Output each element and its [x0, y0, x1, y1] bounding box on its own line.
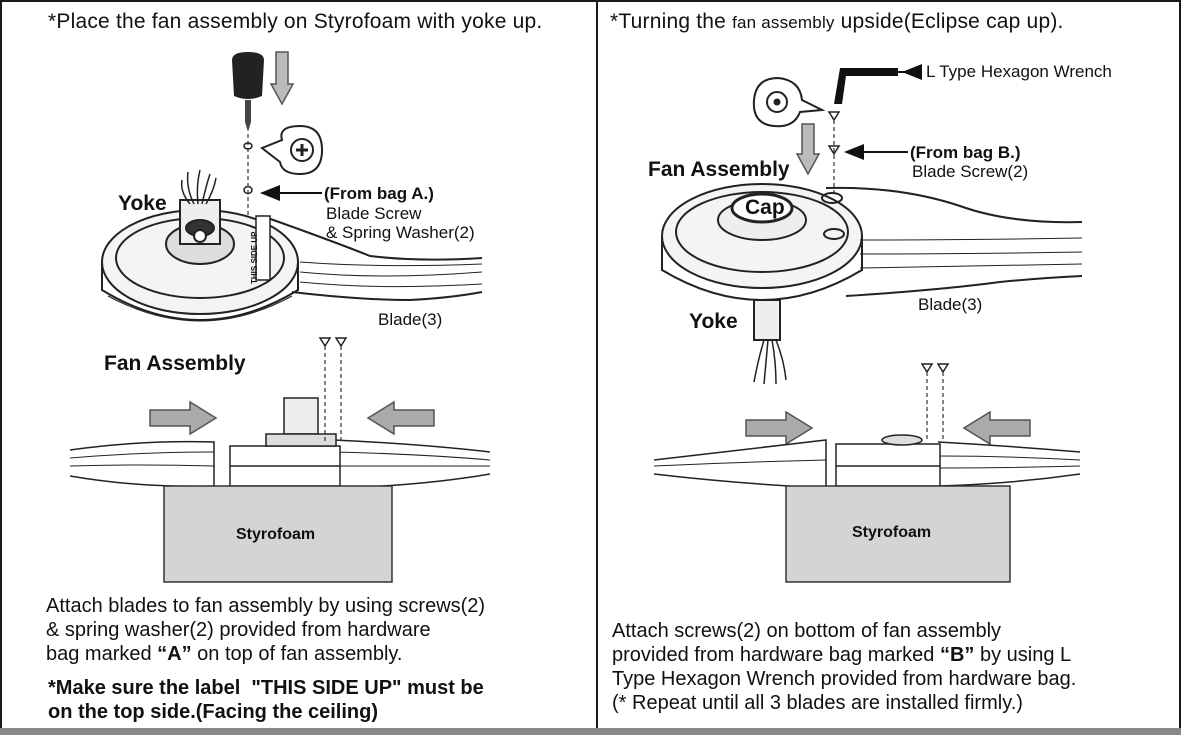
right-instruction-line-2: provided from hardware bag marked “B” by… [612, 643, 1071, 667]
left-instruction-3-bold: “A” [157, 643, 192, 665]
right-styrofoam-label: Styrofoam [852, 524, 932, 541]
right-header-post: upside(Eclipse cap up). [834, 10, 1064, 33]
blade-drawing-right [821, 186, 1083, 297]
right-from-bag-label: (From bag B.) [910, 143, 1021, 162]
gray-arrow-left-icon [366, 400, 435, 436]
right-instruction-2-pre: provided from hardware bag marked [612, 644, 940, 666]
l-hex-wrench-icon [834, 68, 898, 104]
left-instruction-line-1: Attach blades to fan assembly by using s… [46, 595, 486, 617]
wires-bundle-icon-right [753, 339, 787, 385]
down-arrow-icon [269, 51, 295, 106]
hex-socket-callout-icon [752, 76, 826, 128]
right-instruction-line-3: Type Hexagon Wrench provided from hardwa… [612, 668, 1077, 690]
wrench-label: L Type Hexagon Wrench [926, 62, 1112, 81]
left-yoke-label: Yoke [118, 192, 167, 215]
down-arrow-icon-right [795, 123, 821, 176]
right-blade-label: Blade(3) [918, 295, 983, 314]
right-yoke-label: Yoke [689, 310, 738, 333]
right-instruction-line-4: (* Repeat until all 3 blades are install… [612, 692, 1023, 714]
left-screw-label-1: Blade Screw [326, 204, 422, 223]
gray-arrow-right-icon [149, 400, 218, 436]
left-instruction-3-post: on top of fan assembly. [191, 643, 403, 665]
blade-side-view-right [653, 434, 1081, 489]
fan-assembly-motor-right [661, 183, 863, 341]
bottom-border [0, 728, 1181, 735]
gray-arrow-right-icon-2 [745, 410, 814, 446]
right-fan-assembly-label: Fan Assembly [648, 158, 790, 181]
this-side-up-sticker: THIS SIDE UP [250, 231, 259, 284]
right-header-pre: *Turning the [610, 10, 733, 33]
screw-head-callout-icon [260, 124, 324, 176]
left-warning-line-1: *Make sure the label "THIS SIDE UP" must… [48, 677, 484, 699]
screwdriver-icon [232, 52, 264, 132]
left-instruction-line-2: & spring washer(2) provided from hardwar… [46, 619, 431, 641]
blade-side-view [69, 397, 491, 489]
panel-divider [596, 0, 598, 735]
gray-arrow-left-icon-2 [962, 410, 1031, 446]
wires-bundle-icon [180, 169, 217, 205]
right-instruction-2-post: by using L [974, 644, 1072, 666]
right-screw-label: Blade Screw(2) [912, 162, 1029, 181]
right-instruction-2-bold: “B” [939, 644, 975, 666]
blade-drawing [255, 215, 483, 302]
fan-assembly-motor [101, 199, 299, 322]
right-header: *Turning the fan assembly upside(Eclipse… [610, 10, 1064, 34]
left-instruction-line-3: bag marked “A” on top of fan assembly. [46, 642, 402, 666]
left-blade-label: Blade(3) [378, 310, 443, 329]
styrofoam-block-right [785, 485, 1011, 583]
left-instruction-3-pre: bag marked [46, 643, 158, 665]
left-styrofoam-label: Styrofoam [236, 526, 316, 543]
right-instruction-line-1: Attach screws(2) on bottom of fan assemb… [612, 620, 1002, 642]
left-warning-line-2: on the top side.(Facing the ceiling) [48, 701, 379, 723]
left-header: *Place the fan assembly on Styrofoam wit… [48, 10, 543, 33]
left-screw-label-2: & Spring Washer(2) [326, 223, 475, 242]
styrofoam-block-left [163, 485, 393, 583]
left-from-bag-label: (From bag A.) [324, 184, 434, 203]
left-fan-assembly-label: Fan Assembly [104, 352, 246, 375]
right-header-small: fan assembly [732, 13, 835, 32]
cap-label: Cap [745, 196, 785, 219]
